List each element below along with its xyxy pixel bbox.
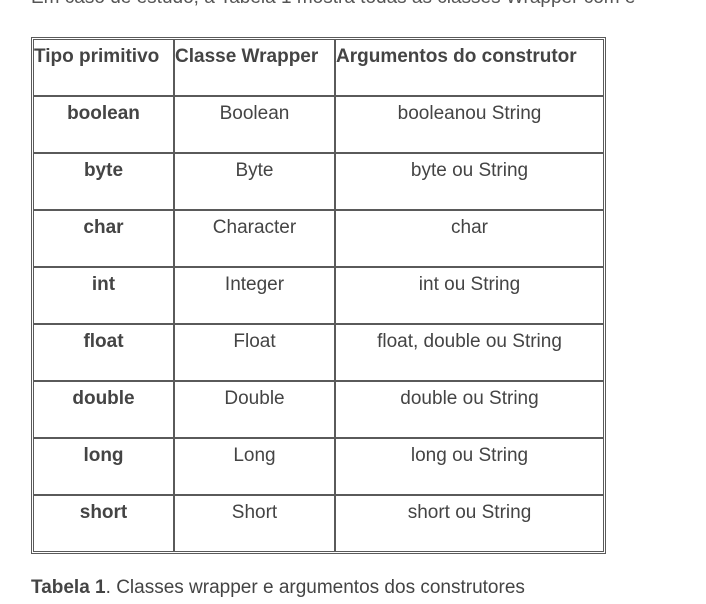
caption-text: . Classes wrapper e argumentos dos const…	[105, 577, 525, 598]
table-caption: Tabela 1. Classes wrapper e argumentos d…	[31, 577, 525, 599]
cell-args: float, double ou String	[335, 324, 604, 381]
cell-args: booleanou String	[335, 96, 604, 153]
intro-paragraph: Em caso de estudo, a Tabela 1 mostra tod…	[31, 0, 635, 9]
cell-args: double ou String	[335, 381, 604, 438]
cell-primitive: char	[33, 210, 174, 267]
cell-args: short ou String	[335, 495, 604, 552]
cell-wrapper: Long	[174, 438, 335, 495]
cell-wrapper: Double	[174, 381, 335, 438]
cell-wrapper: Character	[174, 210, 335, 267]
table-row: float Float float, double ou String	[33, 324, 604, 381]
header-wrapper-class: Classe Wrapper	[174, 39, 335, 96]
cell-primitive: long	[33, 438, 174, 495]
cell-primitive: boolean	[33, 96, 174, 153]
table-row: long Long long ou String	[33, 438, 604, 495]
cell-primitive: double	[33, 381, 174, 438]
cell-args: char	[335, 210, 604, 267]
cell-primitive: int	[33, 267, 174, 324]
table-row: char Character char	[33, 210, 604, 267]
cell-wrapper: Boolean	[174, 96, 335, 153]
table-row: short Short short ou String	[33, 495, 604, 552]
table-row: byte Byte byte ou String	[33, 153, 604, 210]
cell-primitive: byte	[33, 153, 174, 210]
cell-wrapper: Float	[174, 324, 335, 381]
cell-primitive: float	[33, 324, 174, 381]
cell-wrapper: Byte	[174, 153, 335, 210]
cell-wrapper: Integer	[174, 267, 335, 324]
header-constructor-args: Argumentos do construtor	[335, 39, 604, 96]
cell-primitive: short	[33, 495, 174, 552]
table-row: boolean Boolean booleanou String	[33, 96, 604, 153]
cell-args: byte ou String	[335, 153, 604, 210]
caption-label: Tabela 1	[31, 577, 106, 598]
header-primitive-type: Tipo primitivo	[33, 39, 174, 96]
cell-args: int ou String	[335, 267, 604, 324]
cell-wrapper: Short	[174, 495, 335, 552]
cell-args: long ou String	[335, 438, 604, 495]
table-row: int Integer int ou String	[33, 267, 604, 324]
table-header-row: Tipo primitivo Classe Wrapper Argumentos…	[33, 39, 604, 96]
wrapper-classes-table: Tipo primitivo Classe Wrapper Argumentos…	[31, 37, 606, 554]
table-row: double Double double ou String	[33, 381, 604, 438]
